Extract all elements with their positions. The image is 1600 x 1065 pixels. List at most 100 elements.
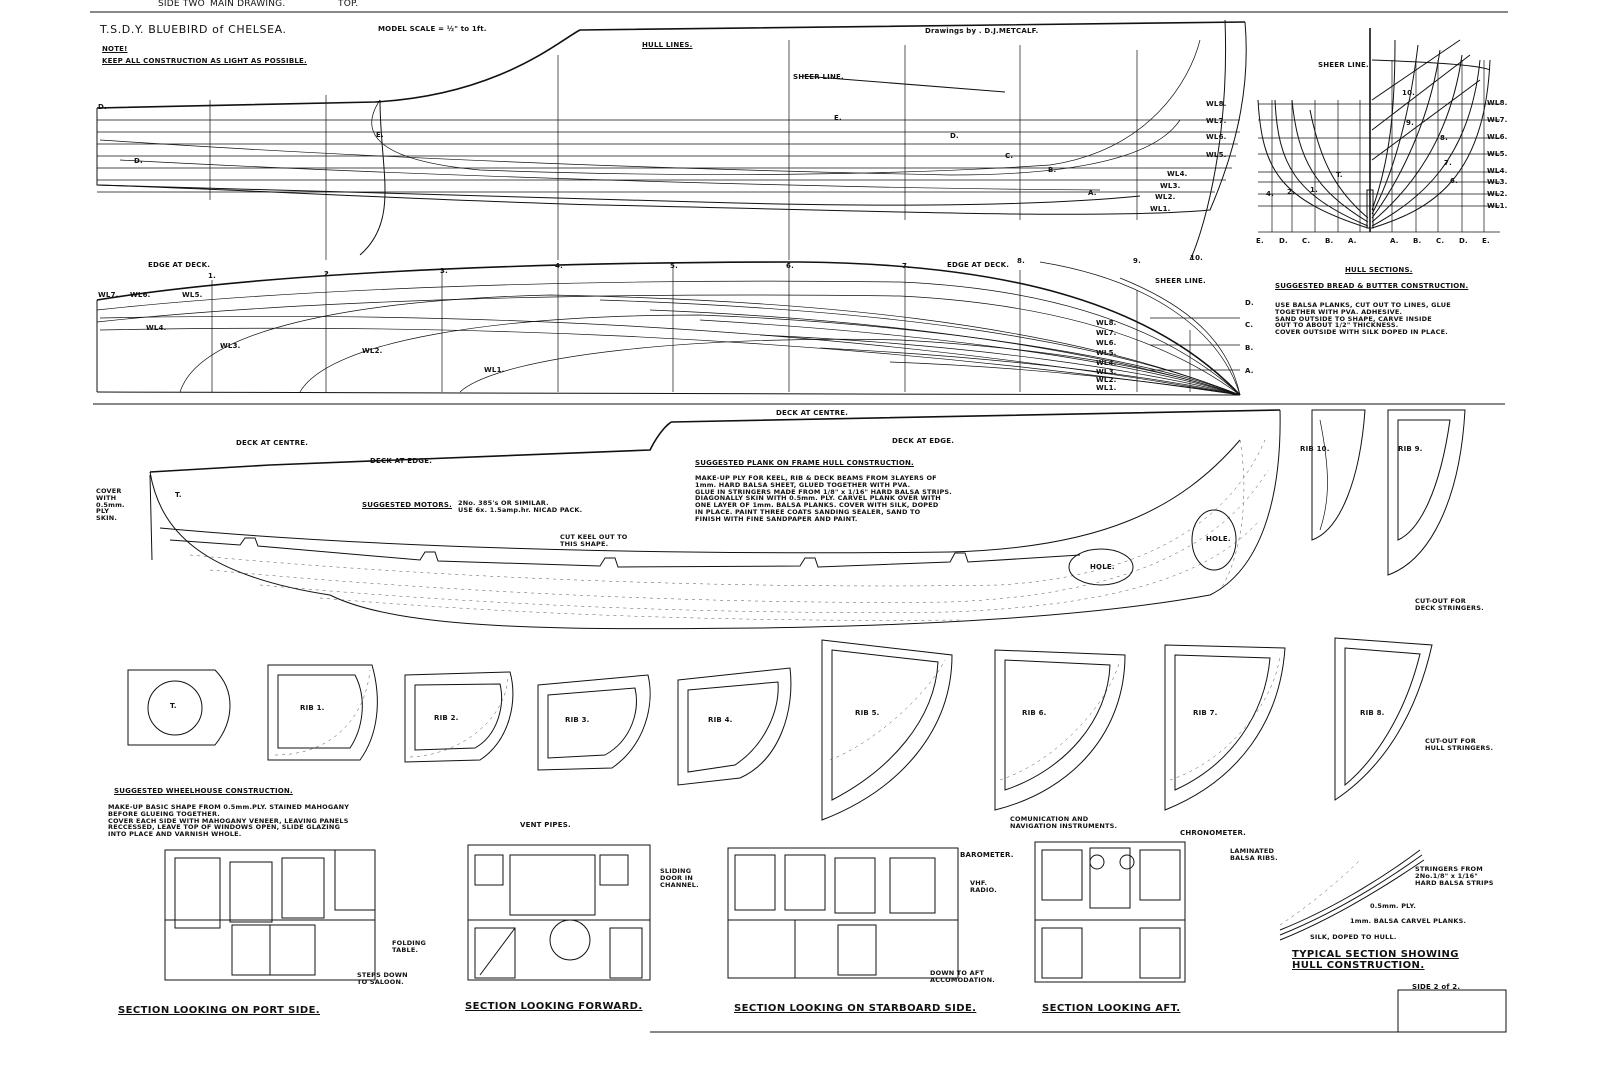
rib-9-label: RIB 9. xyxy=(1398,445,1423,453)
silk-label: SILK, DOPED TO HULL. xyxy=(1310,933,1397,941)
sliding-door-label: SLIDING DOOR IN CHANNEL. xyxy=(660,867,699,889)
station-number: 9. xyxy=(1133,257,1141,265)
keel-frame xyxy=(149,409,1281,630)
section-left-letter: T. xyxy=(1336,171,1343,179)
keel-note: CUT KEEL OUT TO THIS SHAPE. xyxy=(560,533,628,548)
cutout-hull-label: CUT-OUT FOR HULL STRINGERS. xyxy=(1425,737,1494,752)
barometer-label: BAROMETER. xyxy=(960,851,1014,859)
profile-letter: B. xyxy=(1048,166,1057,174)
deck-at-edge-left: DECK AT EDGE. xyxy=(370,457,433,465)
edge-at-deck-label: EDGE AT DECK. xyxy=(148,261,211,269)
station-number: 1. xyxy=(208,272,216,280)
plan-wl-left: WL4. xyxy=(146,324,167,332)
profile-wl-label: WL3. xyxy=(1160,182,1181,190)
vent-pipes-label: VENT PIPES. xyxy=(520,821,571,829)
hull-sections-title: HULL SECTIONS. xyxy=(1345,266,1413,274)
sections-sheer-label: SHEER LINE. xyxy=(1318,61,1369,69)
plan-wl-label: WL4. xyxy=(1096,359,1117,367)
chronometer-label: CHRONOMETER. xyxy=(1180,829,1247,837)
motors-text: 2No. 385's OR SIMILAR. USE 6x. 1.5amp.hr… xyxy=(458,499,583,514)
stringers-label: STRINGERS FROM 2No.1/8" x 1/16" HARD BAL… xyxy=(1415,865,1494,887)
section-wl: WL4. xyxy=(1487,167,1508,175)
ply-label: 0.5mm. PLY. xyxy=(1370,902,1416,910)
section-buttock-letter: C. xyxy=(1436,237,1445,245)
station-number: 3. xyxy=(440,267,448,275)
section-wl: WL3. xyxy=(1487,178,1508,186)
sheet-number: SIDE 2 of 2. xyxy=(1412,983,1461,991)
sheet-label: MAIN DRAWING. xyxy=(210,0,286,9)
section-buttock-letter: E. xyxy=(1256,237,1264,245)
hull-profile xyxy=(96,19,1247,261)
wheelhouse-forward-drawing xyxy=(467,844,651,981)
buttock-letter: A. xyxy=(1245,367,1254,375)
plan-wl-label: WL5. xyxy=(1096,349,1117,357)
profile-letter: C. xyxy=(1005,152,1014,160)
section-wl: WL2. xyxy=(1487,190,1508,198)
profile-letter: D. xyxy=(134,157,143,165)
profile-letter: D. xyxy=(950,132,959,140)
section-wl: WL6. xyxy=(1487,133,1508,141)
sheet-no-box xyxy=(1397,989,1507,1033)
ribs-row xyxy=(127,637,1433,821)
hull-sections-body-plan xyxy=(1257,28,1500,233)
motors-label: SUGGESTED MOTORS. xyxy=(362,501,452,509)
rib-label: RIB 5. xyxy=(855,709,880,717)
wheelhouse-text: MAKE-UP BASIC SHAPE FROM 0.5mm.PLY. STAI… xyxy=(108,803,350,839)
profile-letter: E. xyxy=(376,131,384,139)
section-buttock-letter: E. xyxy=(1482,237,1490,245)
rib-label: RIB 6. xyxy=(1022,709,1047,717)
plank-title: SUGGESTED PLANK ON FRAME HULL CONSTRUCTI… xyxy=(695,459,914,467)
section-wl: WL1. xyxy=(1487,202,1508,210)
plan-wl-label: WL2. xyxy=(1096,376,1117,384)
hull-lines-title: HULL LINES. xyxy=(642,41,693,49)
section-buttock-letter: B. xyxy=(1325,237,1334,245)
profile-wl-label: WL4. xyxy=(1167,170,1188,178)
station-number: 4. xyxy=(555,262,563,270)
station-number: 5. xyxy=(670,262,678,270)
section-station: 8. xyxy=(1440,134,1448,142)
station-number: 8. xyxy=(1017,257,1025,265)
section-buttock-letter: C. xyxy=(1302,237,1311,245)
deck-at-centre-top: DECK AT CENTRE. xyxy=(776,409,849,417)
profile-wl-label: WL1. xyxy=(1150,205,1171,213)
deck-at-edge-right: DECK AT EDGE. xyxy=(892,437,955,445)
steps-down-label: STEPS DOWN TO SALOON. xyxy=(357,971,408,986)
drawing-title: T.S.D.Y. BLUEBIRD of CHELSEA. xyxy=(100,23,287,36)
hole-label-1: HOLE. xyxy=(1090,563,1115,571)
edge-at-deck-label-2: EDGE AT DECK. xyxy=(947,261,1010,269)
plan-wl-left: WL7. xyxy=(98,291,119,299)
section-buttock-letter: A. xyxy=(1348,237,1357,245)
profile-letter: D. xyxy=(98,103,107,111)
profile-wl-label: WL5. xyxy=(1206,151,1227,159)
profile-wl-label: WL7. xyxy=(1206,117,1227,125)
rib-label: T. xyxy=(170,702,177,710)
bread-butter-text: USE BALSA PLANKS, CUT OUT TO LINES, GLUE… xyxy=(1275,301,1451,337)
rib-label: RIB 7. xyxy=(1193,709,1218,717)
plan-wl-label: WL1. xyxy=(1096,384,1117,392)
comms-label: COMUNICATION AND NAVIGATION INSTRUMENTS. xyxy=(1010,815,1118,830)
hole-label-2: HOLE. xyxy=(1206,535,1231,543)
side-label: SIDE TWO xyxy=(158,0,205,9)
caption-port: SECTION LOOKING ON PORT SIDE. xyxy=(118,1005,321,1016)
plan-wl-left: WL6. xyxy=(130,291,151,299)
station-number: 7. xyxy=(902,262,910,270)
section-left-letter: 1. xyxy=(1310,186,1318,194)
profile-letter: E. xyxy=(834,114,842,122)
buttock-letter: C. xyxy=(1245,321,1254,329)
buttock-letter: B. xyxy=(1245,344,1254,352)
rib-10-drawing xyxy=(1311,409,1366,541)
top-label: TOP. xyxy=(338,0,359,9)
cutout-deck-label: CUT-OUT FOR DECK STRINGERS. xyxy=(1415,597,1484,612)
profile-wl-label: WL6. xyxy=(1206,133,1227,141)
note-text: KEEP ALL CONSTRUCTION AS LIGHT AS POSSIB… xyxy=(102,57,307,65)
typical-section-drawing xyxy=(1279,849,1425,941)
rib-label: RIB 4. xyxy=(708,716,733,724)
laminated-label: LAMINATED BALSA RIBS. xyxy=(1230,847,1278,862)
section-buttock-letter: D. xyxy=(1459,237,1468,245)
rib-label: RIB 2. xyxy=(434,714,459,722)
rib-9-drawing xyxy=(1387,409,1466,576)
vhf-label: VHF. RADIO. xyxy=(970,879,997,894)
buttock-letter: D. xyxy=(1245,299,1254,307)
section-station: 6. xyxy=(1450,177,1458,185)
